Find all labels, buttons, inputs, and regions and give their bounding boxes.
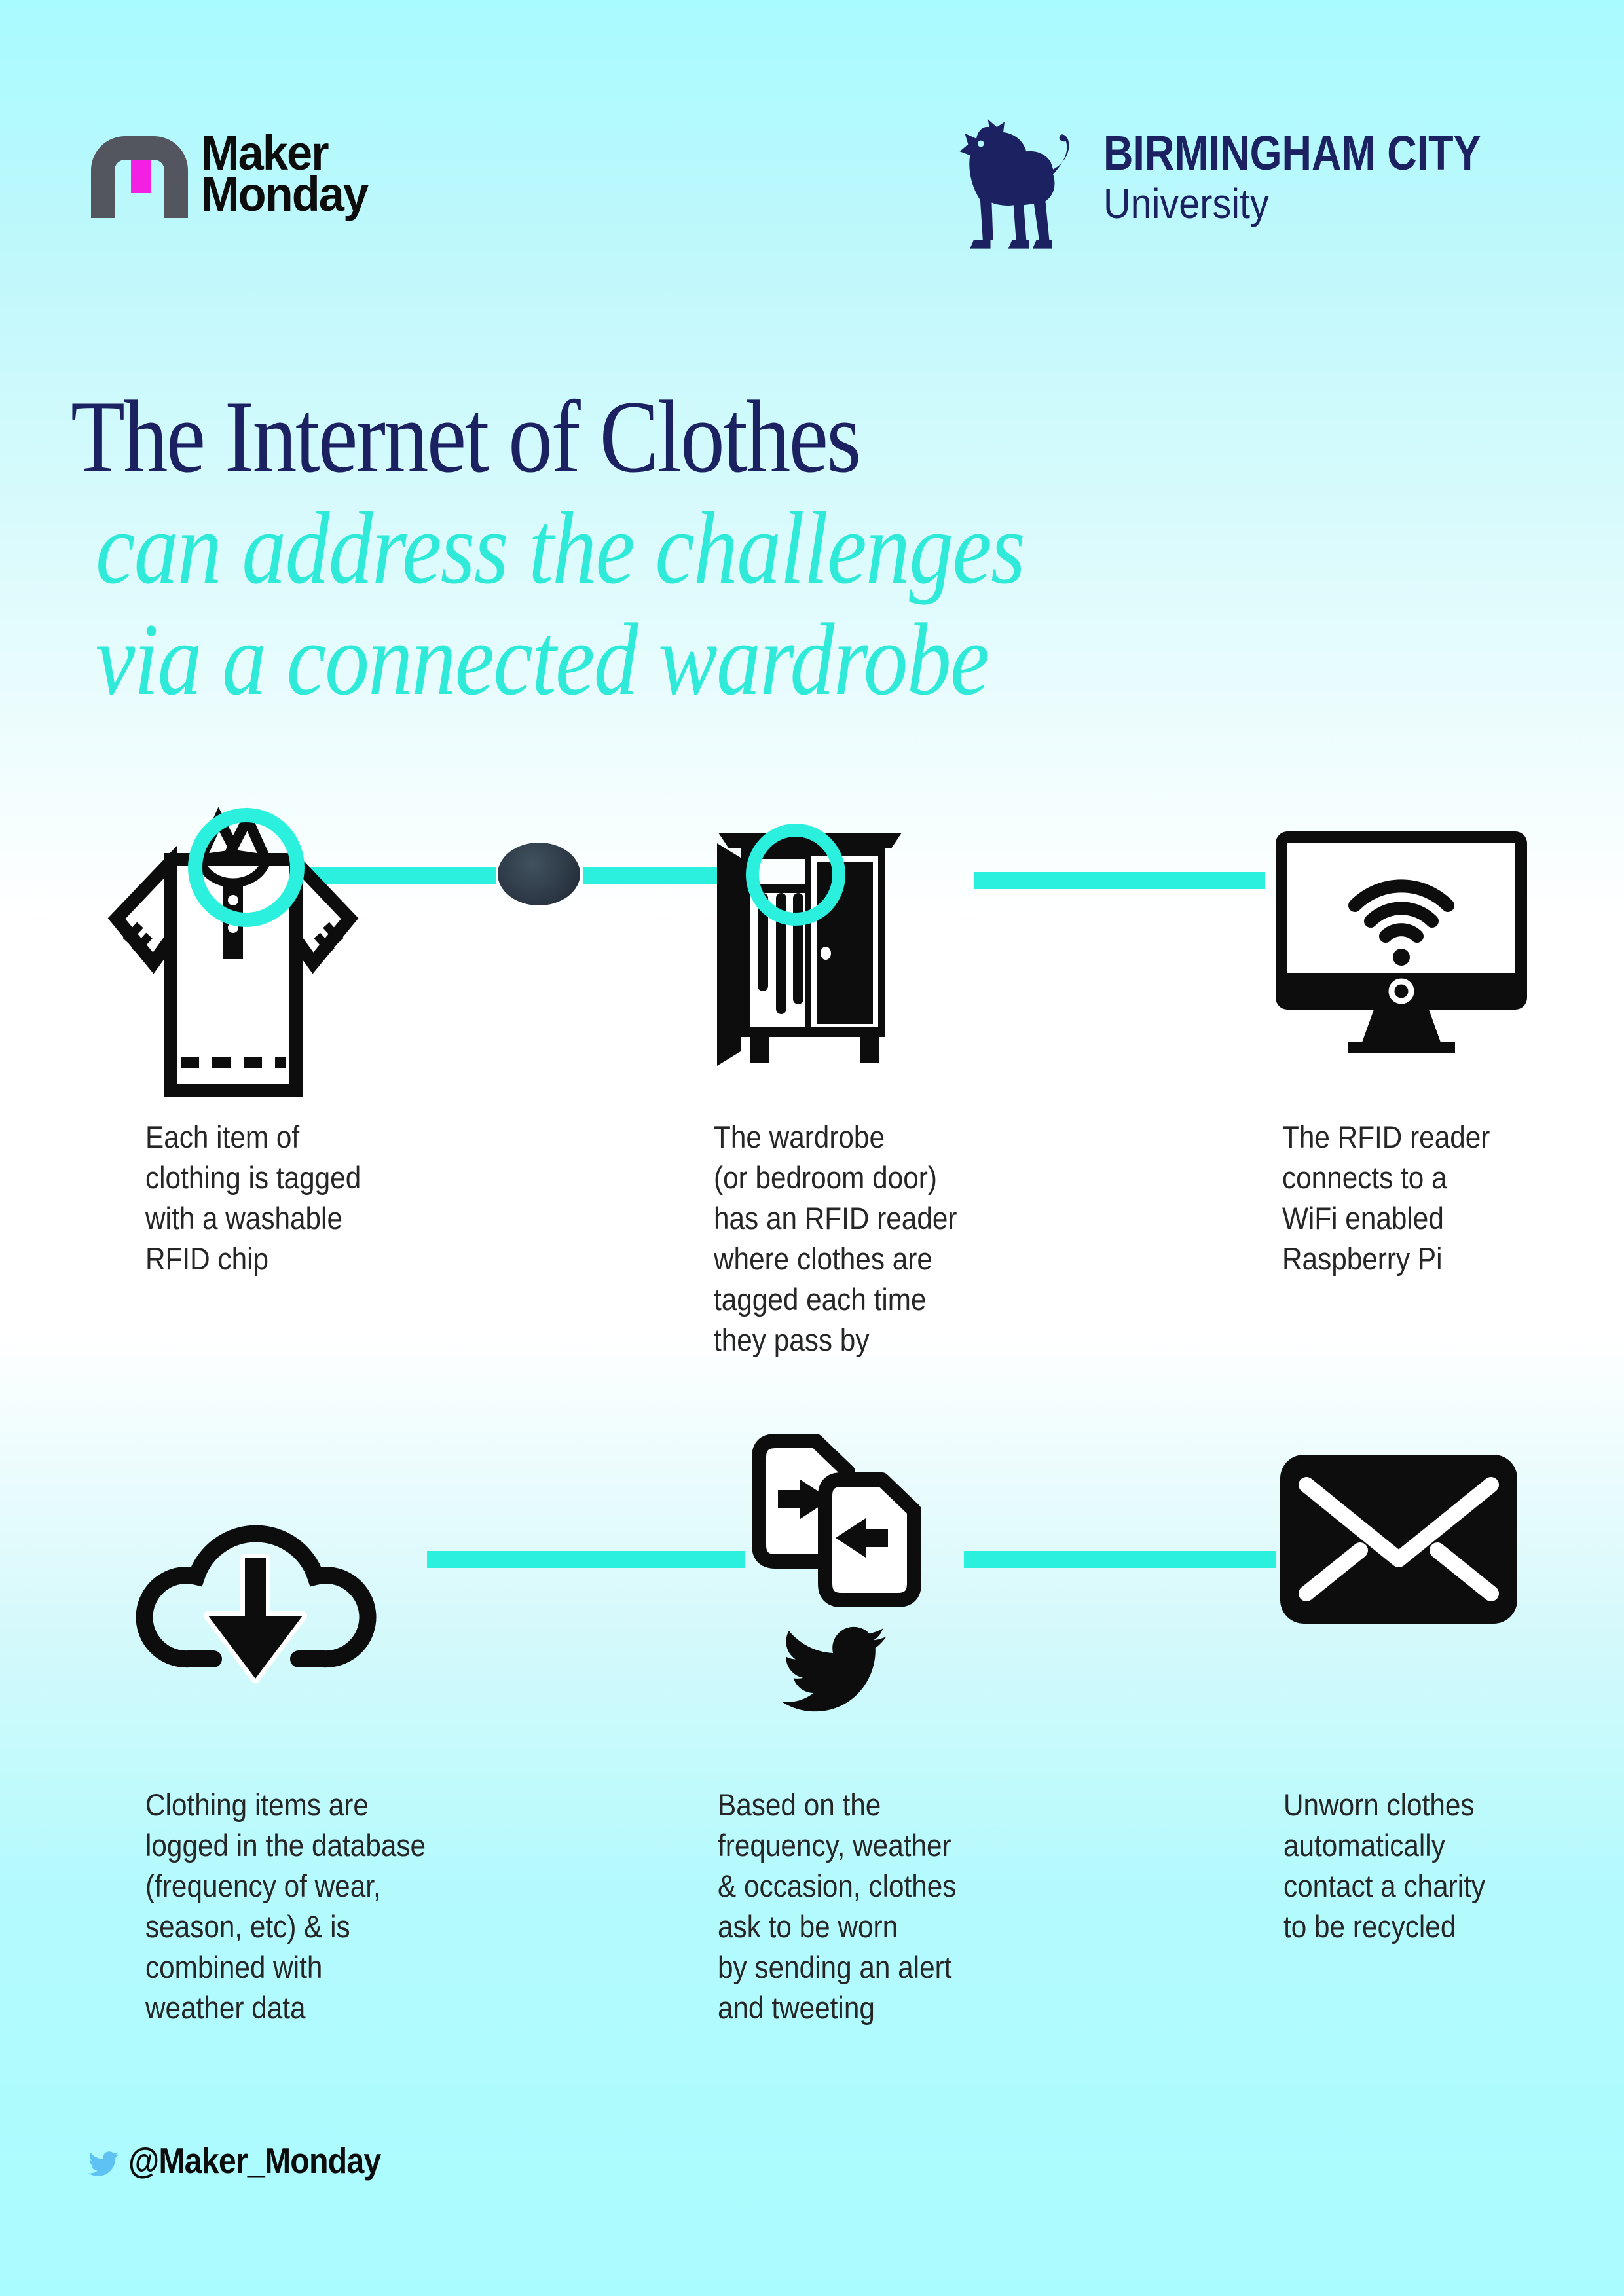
- connector-line: [974, 872, 1265, 889]
- bcu-name: BIRMINGHAM CITY: [1103, 126, 1481, 180]
- twitter-handle: @Maker_Monday: [128, 2140, 381, 2181]
- step2-caption: The wardrobe (or bedroom door) has an RF…: [714, 1120, 957, 1357]
- step3-caption: The RFID reader connects to a WiFi enabl…: [1282, 1120, 1490, 1276]
- step5-caption: Based on the frequency, weather & occasi…: [718, 1787, 957, 2025]
- step6-caption: Unworn clothes automatically contact a c…: [1283, 1787, 1485, 1944]
- twitter-bird-icon: [782, 1626, 887, 1712]
- bcu-subtitle: University: [1103, 180, 1269, 227]
- monday-word: Monday: [201, 167, 369, 221]
- envelope-icon: [1280, 1455, 1517, 1624]
- cloud-download-icon: [136, 1525, 377, 1683]
- wardrobe-icon: [717, 824, 902, 1066]
- rfid-reader-highlight-circle-icon: [746, 824, 845, 926]
- connector-line: [300, 867, 496, 884]
- twitter-icon: [88, 2151, 119, 2176]
- step1-caption: Each item of clothing is tagged with a w…: [145, 1120, 361, 1276]
- monitor-wifi-icon: [1276, 831, 1527, 1053]
- file-transfer-icon: [752, 1434, 921, 1607]
- bcu-lion-icon: [959, 119, 1069, 249]
- page-subtitle-line1: can address the challenges: [96, 491, 1025, 606]
- connector-line: [964, 1551, 1276, 1568]
- tshirt-icon: [107, 807, 359, 1097]
- bcu-logo: BIRMINGHAM CITY University: [951, 113, 1540, 270]
- page-subtitle-line2: via a connected wardrobe: [96, 602, 989, 717]
- wifi-icon: [1348, 879, 1454, 966]
- rfid-chip-icon: [498, 843, 580, 905]
- maker-word: Maker: [201, 126, 329, 180]
- maker-monday-wordmark: Maker Monday: [201, 126, 369, 221]
- page-title: The Internet of Clothes: [71, 380, 861, 494]
- step4-caption: Clothing items are logged in the databas…: [145, 1787, 426, 2025]
- maker-magenta-block-icon: [131, 160, 151, 193]
- connector-line: [427, 1551, 745, 1568]
- maker-monday-logo: Maker Monday: [91, 129, 405, 241]
- rfid-highlight-circle-icon: [188, 808, 304, 927]
